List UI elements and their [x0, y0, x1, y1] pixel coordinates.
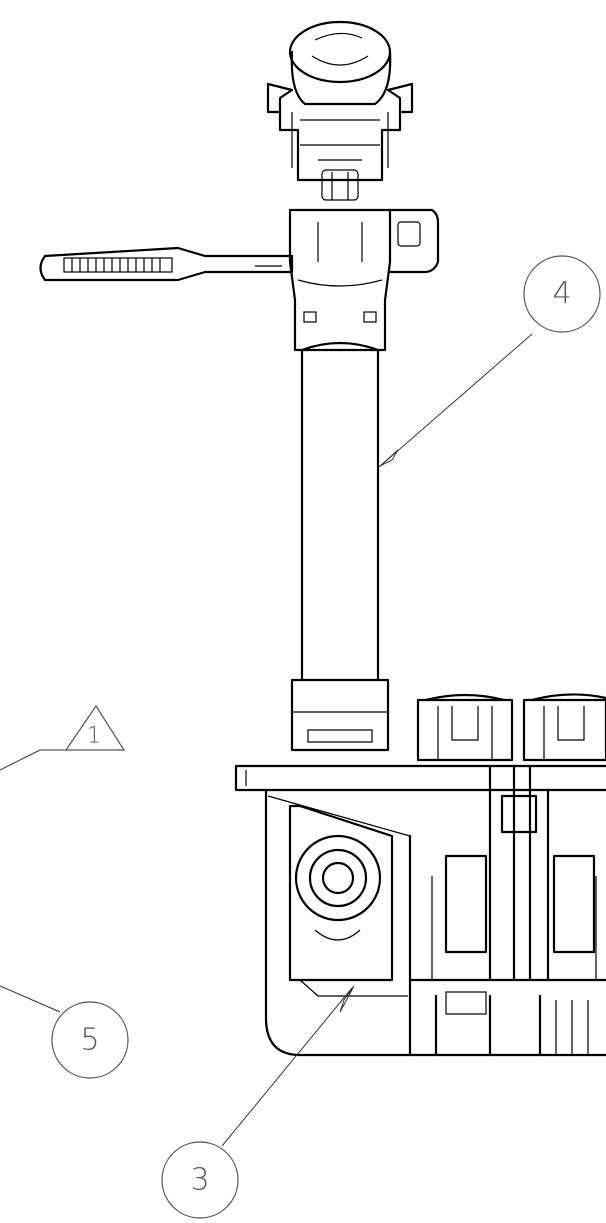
callout-4-label: 4	[552, 277, 571, 312]
top-cap-assembly	[266, 20, 414, 201]
collar	[288, 208, 440, 352]
datum-triangle: 1	[64, 704, 126, 751]
clip-right	[522, 693, 606, 762]
leader-lines	[0, 333, 533, 1147]
shaft	[300, 341, 380, 682]
base-housing	[234, 764, 606, 1057]
callout-3-label: 3	[190, 1163, 209, 1198]
lever-handle	[39, 246, 294, 282]
lower-connector	[290, 678, 390, 752]
callout-5: 5	[51, 1001, 129, 1079]
clip-left	[416, 693, 514, 762]
callout-3: 3	[161, 1141, 239, 1219]
datum-label: 1	[87, 724, 101, 749]
callout-4: 4	[523, 255, 601, 333]
callout-5-label: 5	[80, 1023, 99, 1058]
